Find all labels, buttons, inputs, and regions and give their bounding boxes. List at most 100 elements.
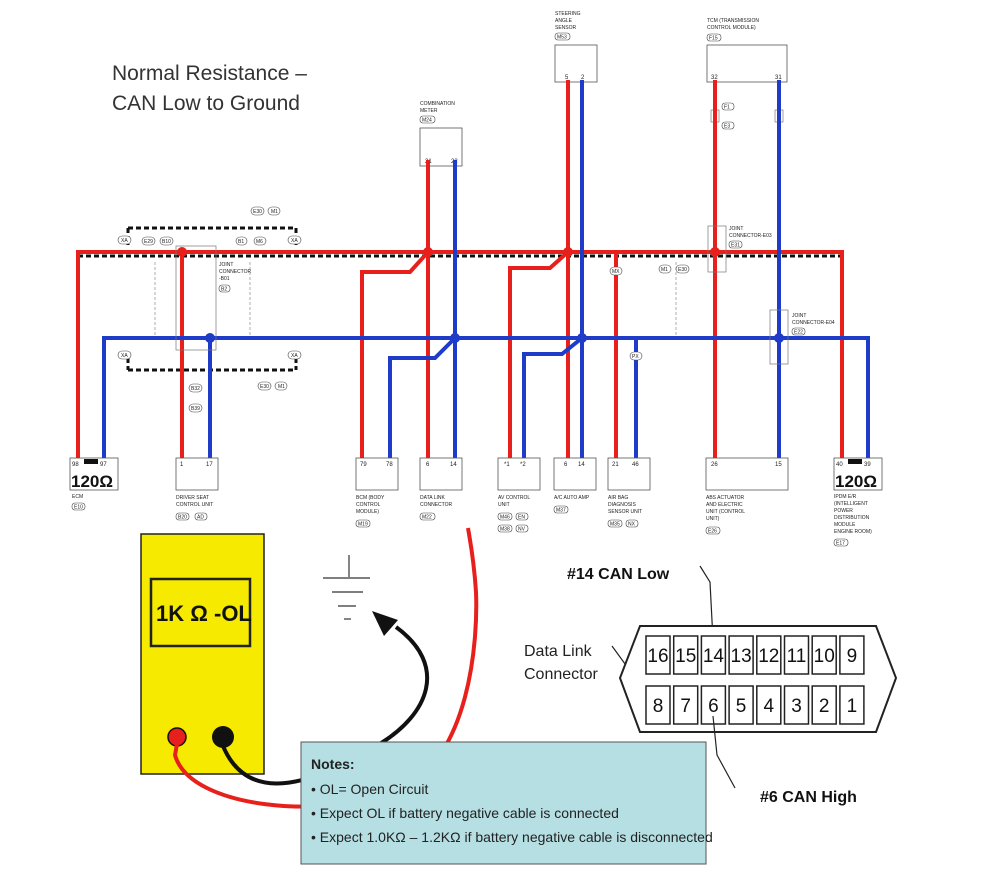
ipdm-label-4: DISTRIBUTION	[834, 515, 870, 521]
multimeter: 1K Ω -OL	[140, 533, 265, 775]
black-probe-jack	[212, 726, 234, 748]
dlc-module-label-2: CONNECTOR	[420, 502, 453, 508]
av-code-4: NV	[518, 527, 526, 533]
airbag-code-2: NX	[628, 522, 636, 528]
tag-e30-right: E30	[678, 267, 687, 273]
seat-label-2: CONTROL UNIT	[176, 502, 213, 508]
bcm-label-1: BCM (BODY	[356, 495, 385, 501]
tcm-label-2: CONTROL MODULE)	[707, 25, 756, 31]
seat-code: B20	[178, 515, 187, 521]
tcm-code: F15	[709, 36, 718, 42]
dlc-pin-number: 5	[736, 696, 747, 717]
joint-b01-label-1: JOINT	[219, 262, 233, 268]
dlc-pin-cell	[839, 635, 865, 675]
dlc-module-code: M22	[422, 515, 432, 521]
tag-xa-3: XA	[121, 353, 128, 359]
ipdm-terminator-resistor: 120Ω	[835, 472, 877, 491]
av-code-2: EN	[518, 515, 525, 521]
dlc-pin-number: 9	[847, 646, 858, 667]
ecm-terminator-resistor: 120Ω	[71, 472, 113, 491]
bcm-pin-78: 78	[386, 462, 393, 468]
airbag-pin-21: 21	[612, 462, 619, 468]
note-item-1: • OL= Open Circuit	[311, 781, 428, 797]
steering-pin-5: 5	[565, 75, 569, 81]
ground-icon	[323, 555, 370, 620]
joint-connector-b01: JOINT CONNECTOR -B01 B2	[175, 245, 252, 351]
tag-e29: E29	[144, 239, 153, 245]
av-pin-1: *1	[504, 462, 510, 468]
dlc-pin-number: 6	[708, 696, 719, 717]
dlc-pin-cell	[811, 635, 837, 675]
connector-tags: XA XA XA XA E29 B10 B1 M6 E30 M1 E30 M1 …	[117, 206, 690, 413]
title-line-1: Normal Resistance –	[112, 62, 307, 85]
abs-pin-15: 15	[775, 462, 782, 468]
dlc-pin-number: 7	[680, 696, 691, 717]
note-item-3: • Expect 1.0KΩ – 1.2KΩ if battery negati…	[311, 829, 713, 845]
joint-e04-label-1: JOINT	[792, 313, 806, 319]
can-low-leader	[699, 565, 714, 641]
ecm-label: ECM	[72, 494, 83, 500]
dlc-pin-cell	[811, 685, 837, 725]
dlc-module-pin-14: 14	[450, 462, 457, 468]
tcm-sub-e3: E3	[724, 124, 730, 130]
dlc-pin-number: 2	[819, 696, 830, 717]
airbag-pin-46: 46	[632, 462, 639, 468]
can-low-callout: #14 CAN Low	[567, 566, 670, 583]
joint-b01-label-2: CONNECTOR	[219, 269, 252, 275]
tag-mx: MX	[612, 269, 620, 275]
dlc-pin-cell	[672, 685, 699, 725]
ipdm-code: E17	[836, 541, 845, 547]
tcm-pin-31: 31	[775, 75, 782, 81]
dlc-pin-number: 15	[675, 646, 696, 667]
red-probe-jack	[167, 727, 187, 747]
ipdm-label-3: POWER	[834, 508, 853, 514]
combination-meter: COMBINATION METER M24 21 22	[419, 101, 463, 167]
dlc-pin-number: 12	[758, 646, 779, 667]
joint-b01-code: B2	[221, 287, 227, 293]
joint-e04-label-2: CONNECTOR-E04	[792, 320, 835, 326]
airbag-label-1: AIR BAG	[608, 495, 628, 501]
dlc-caption-1: Data Link	[524, 643, 593, 660]
dlc-pin-cell	[783, 635, 810, 675]
dlc-pin-cell	[645, 685, 671, 725]
joint-e04-code: E22	[794, 330, 803, 336]
steering-label-1: STEERING	[555, 11, 581, 17]
dlc-pin-number: 16	[647, 646, 668, 667]
ac-code: M37	[556, 508, 566, 514]
steering-pin-2: 2	[581, 75, 585, 81]
dlc-pin-cell	[756, 635, 782, 675]
joint-b01-label-3: -B01	[219, 276, 230, 282]
airbag-code-1: M35	[610, 522, 620, 528]
abs-label-1: ABS ACTUATOR	[706, 495, 745, 501]
seat-label-1: DRIVER SEAT	[176, 495, 209, 501]
dlc-module-pin-6: 6	[426, 462, 430, 468]
tcm-sub-f1: F1	[724, 105, 730, 111]
note-item-2: • Expect OL if battery negative cable is…	[311, 805, 619, 821]
tag-m1-right: M1	[661, 267, 668, 273]
abs-pin-26: 26	[711, 462, 718, 468]
dlc-pin-cell	[728, 635, 754, 675]
av-label-1: AV CONTROL	[498, 495, 530, 501]
ipdm-pin-40: 40	[836, 462, 843, 468]
ipdm-label-2: (INTELLIGENT	[834, 501, 868, 507]
tag-m6: M6	[256, 239, 263, 245]
abs-code: E26	[708, 529, 717, 535]
steering-label-2: ANGLE	[555, 18, 573, 24]
dlc-pin-cell	[839, 685, 865, 725]
tag-b39: B39	[191, 406, 200, 412]
av-code-1: M46	[500, 515, 510, 521]
joint-connector-e03: JOINT CONNECTOR-E03 E31	[707, 225, 772, 273]
ac-pin-6: 6	[564, 462, 568, 468]
can-high-leader	[712, 715, 736, 789]
ipdm-label-6: ENGINE ROOM)	[834, 529, 872, 535]
steering-angle-sensor: STEERING ANGLE SENSOR M53 5 2	[554, 11, 598, 83]
airbag-label-3: SENSOR UNIT	[608, 509, 642, 515]
ecm-code: E10	[74, 505, 83, 511]
tcm-module: TCM (TRANSMISSION CONTROL MODULE) F15 32…	[706, 18, 788, 130]
dlc-pin-cell	[672, 635, 699, 675]
tag-b32: B32	[191, 386, 200, 392]
tag-px: PX	[632, 354, 639, 360]
dlc-pin-cell	[645, 635, 671, 675]
tag-b10: B10	[162, 239, 171, 245]
